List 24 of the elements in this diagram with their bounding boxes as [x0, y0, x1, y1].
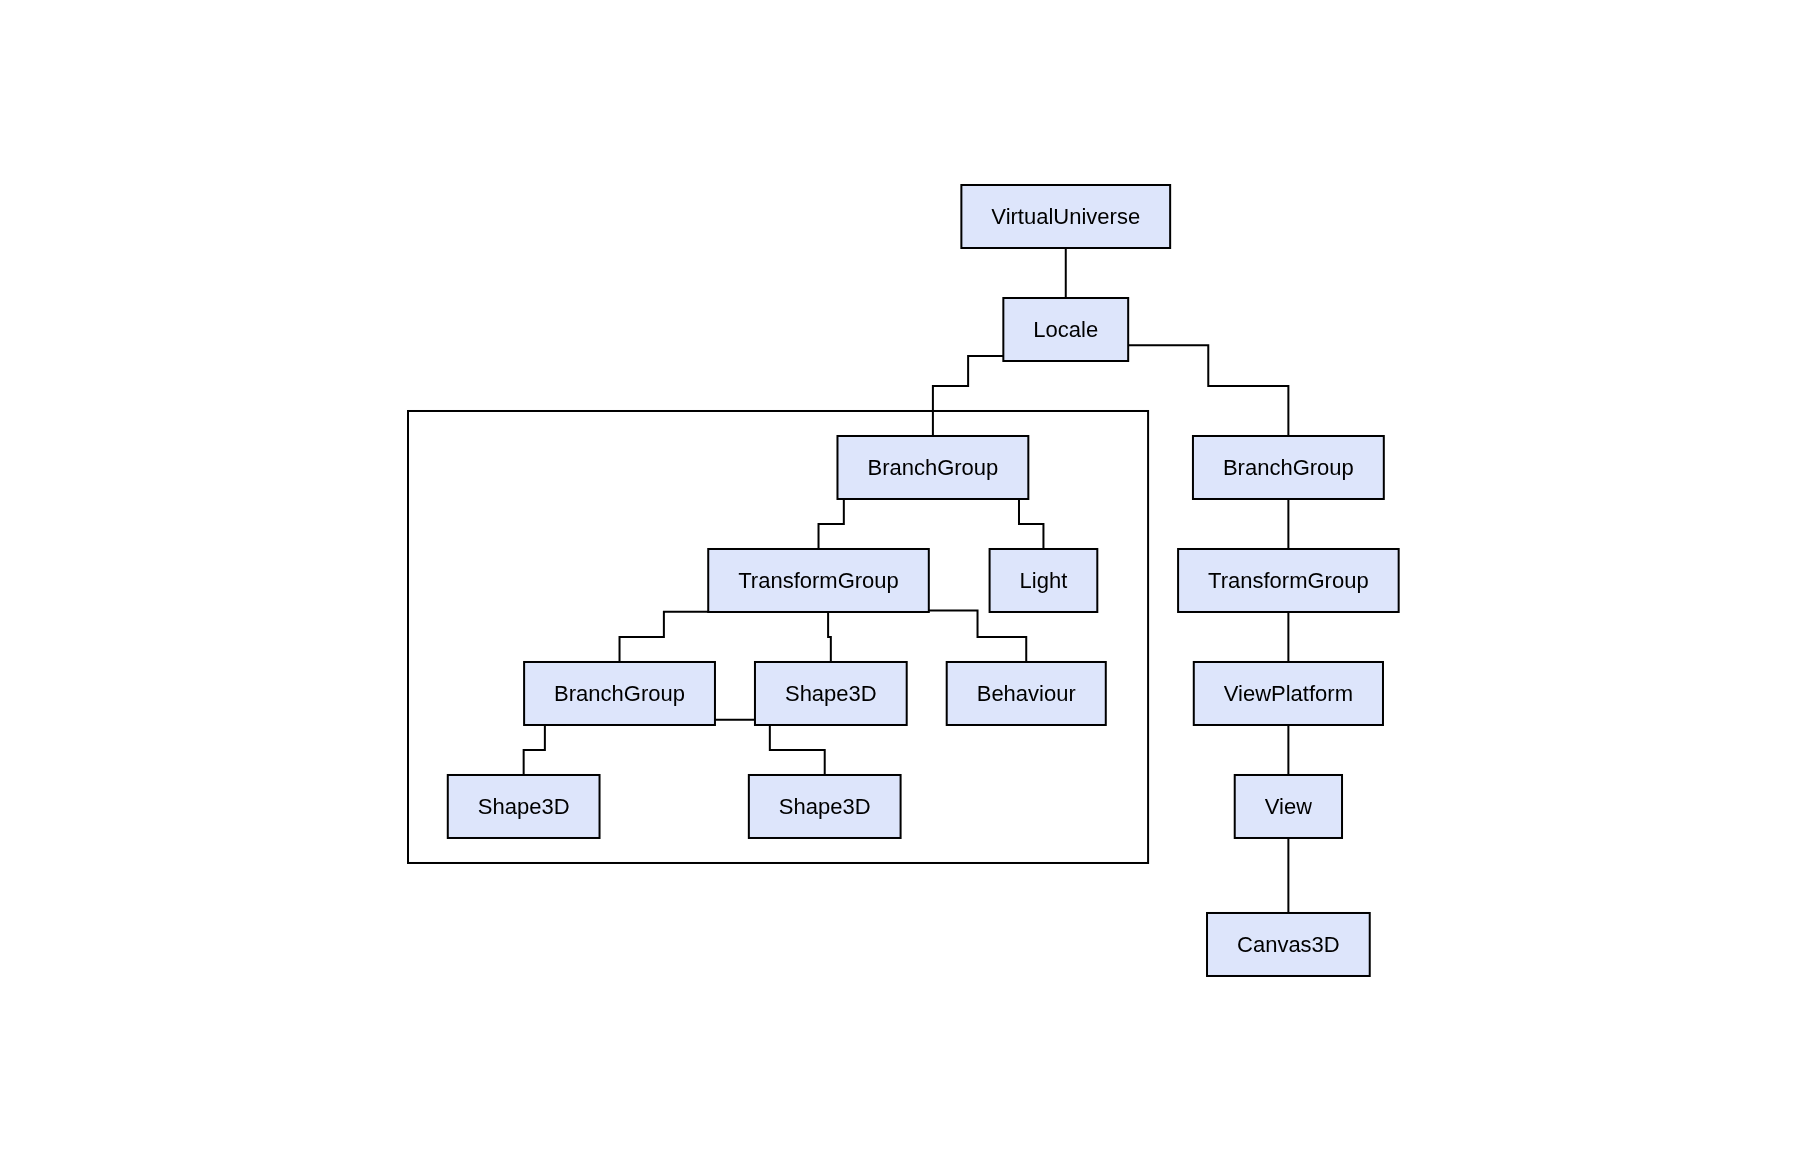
node-box: TransformGroup: [1177, 547, 1400, 613]
node-box: Shape3D: [446, 773, 601, 839]
node-box: VirtualUniverse: [960, 183, 1172, 249]
node-box: TransformGroup: [707, 547, 930, 613]
connector: [1287, 610, 1290, 663]
node-box: Canvas3D: [1206, 911, 1371, 977]
node-box: View: [1233, 773, 1344, 839]
connector: [824, 610, 832, 663]
node-box: Shape3D: [748, 773, 902, 839]
node-box: Locale: [1002, 296, 1130, 362]
connector: [1287, 723, 1290, 776]
connector: [1064, 246, 1067, 299]
node-box: Light: [988, 547, 1099, 613]
cluster: [407, 409, 1150, 864]
node-box: ViewPlatform: [1192, 660, 1385, 726]
node-box: Behaviour: [945, 660, 1107, 726]
connector: [1287, 497, 1290, 550]
connector: [927, 609, 1028, 663]
connector: [618, 610, 710, 663]
node-box: BranchGroup: [523, 660, 717, 726]
node-box: BranchGroup: [1192, 434, 1385, 500]
node-box: Shape3D: [754, 660, 908, 726]
node-box: BranchGroup: [836, 434, 1030, 500]
connector: [1287, 836, 1290, 914]
